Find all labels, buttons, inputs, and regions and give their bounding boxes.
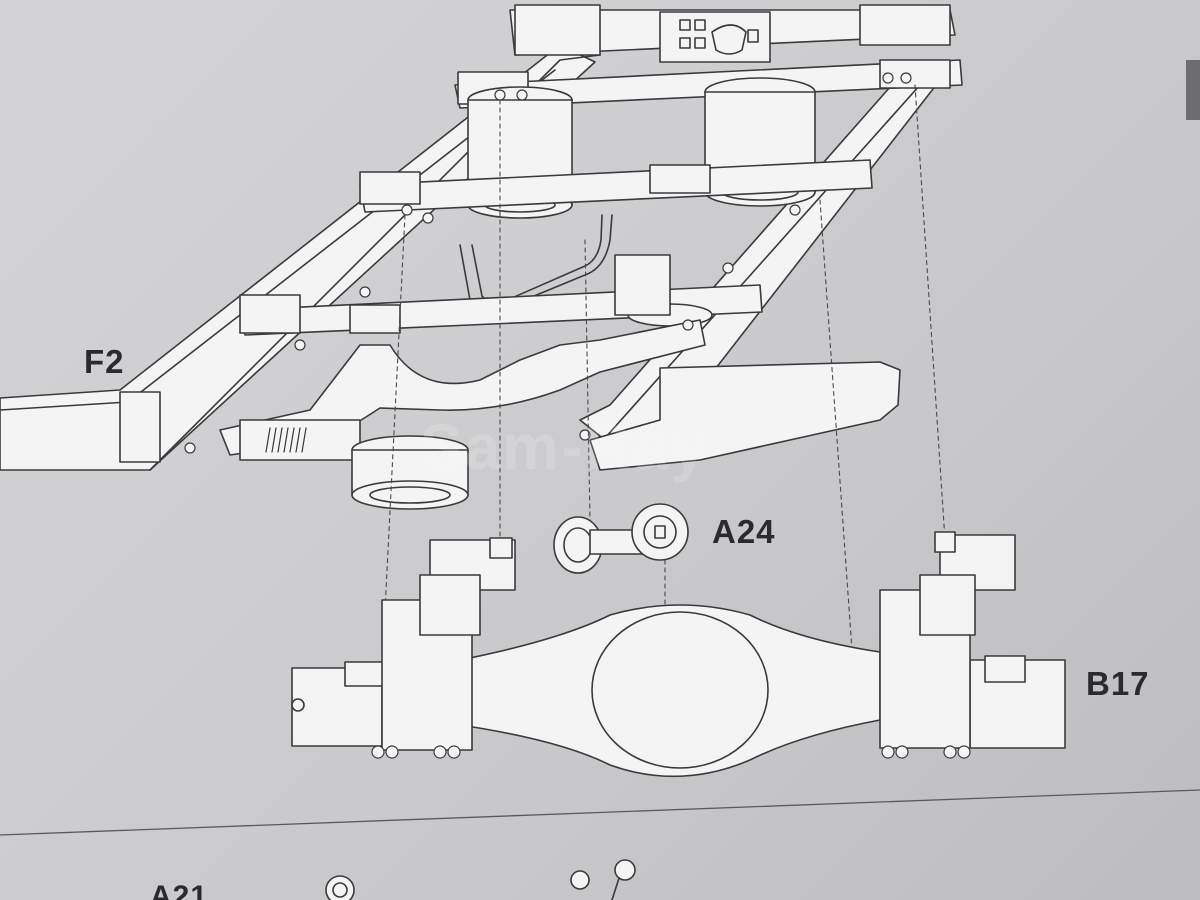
spring-bracket	[239, 419, 361, 461]
page-edge	[1186, 60, 1200, 120]
label-b17: B17	[1086, 665, 1150, 702]
drive-shaft-a24	[553, 503, 689, 574]
rear-axle-b17	[291, 531, 1066, 778]
mount-bracket-4	[239, 294, 301, 334]
label-a21: A21	[150, 880, 209, 900]
alignment-lines	[384, 84, 946, 651]
differential-cover	[591, 611, 769, 769]
front-bracket-left	[514, 4, 601, 56]
left-frame-rail	[0, 44, 596, 471]
chassis-frame	[0, 4, 963, 510]
frame-end-block	[119, 391, 161, 463]
watermark: Sam-Ray	[420, 411, 708, 483]
label-a24: A24	[712, 513, 776, 550]
rear-plate-right	[589, 361, 901, 471]
label-f2: F2	[84, 343, 125, 380]
mount-bracket-3	[359, 171, 421, 205]
front-bracket-right	[859, 4, 951, 46]
next-step-parts	[0, 789, 1200, 900]
axle-hub-left	[291, 667, 383, 747]
